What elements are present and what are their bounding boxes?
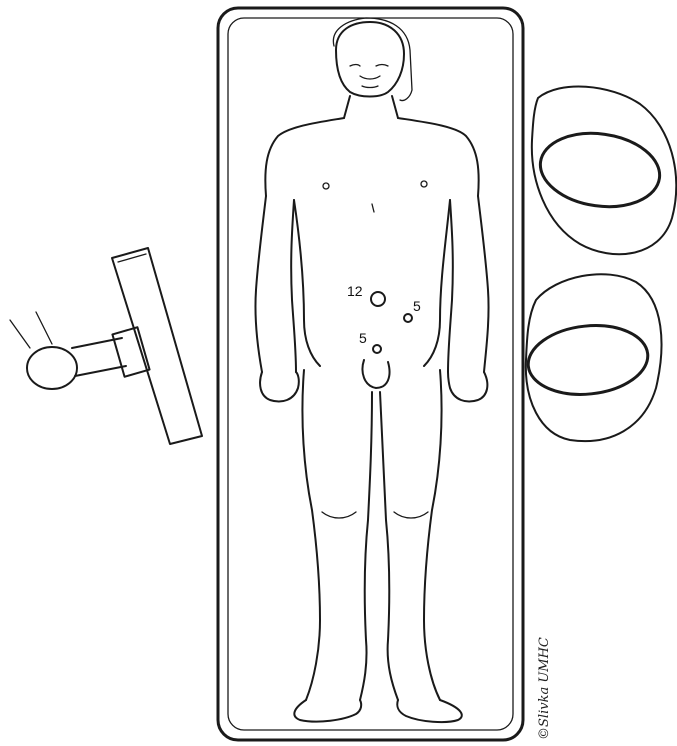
surgeon-position-upper	[532, 87, 676, 255]
patient-figure	[255, 18, 488, 722]
right-port-marker	[404, 314, 412, 322]
monitor-boom	[10, 248, 202, 444]
trocar-ports	[371, 292, 412, 353]
left-port-label: 5	[359, 330, 367, 346]
surgeon-position-lower	[525, 274, 662, 441]
right-port-label: 5	[413, 298, 421, 314]
camera-port-label: 12	[347, 283, 363, 299]
left-port-marker	[373, 345, 381, 353]
camera-port-marker	[371, 292, 385, 306]
operating-table	[218, 8, 523, 740]
artist-signature: ©Slivka UMHC	[537, 637, 552, 740]
